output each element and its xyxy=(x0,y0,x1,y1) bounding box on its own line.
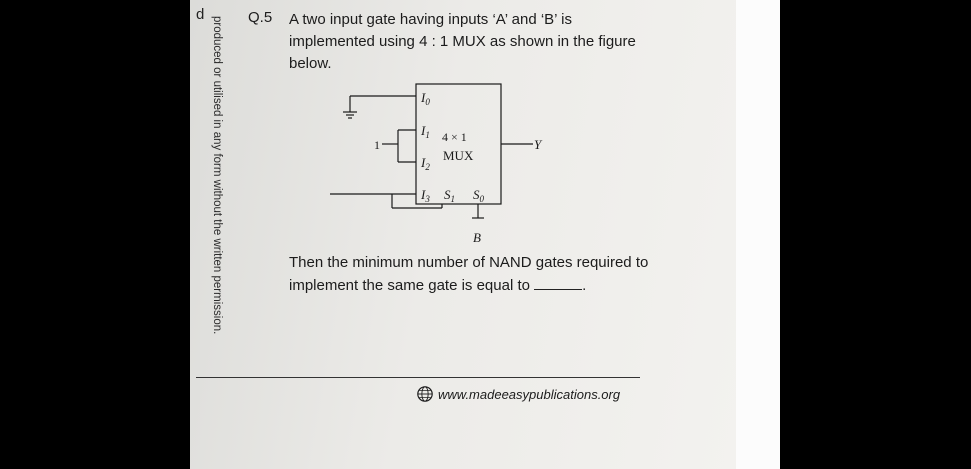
label-i0: I0 xyxy=(420,90,430,107)
document-page xyxy=(190,0,736,469)
label-i2: I2 xyxy=(420,155,430,172)
question-number: Q.5 xyxy=(248,9,273,26)
copyright-notice: produced or utilised in any form without… xyxy=(211,16,223,335)
footer-divider xyxy=(196,377,640,378)
question-text: A two input gate having inputs ‘A’ and ‘… xyxy=(289,11,636,72)
mux-diagram: I0 I1 I2 I3 S1 S0 4 × 1 MUX 1 Y A B xyxy=(330,83,543,245)
page-edge xyxy=(736,0,780,469)
corner-mark: d xyxy=(196,6,205,23)
label-i3: I3 xyxy=(420,187,430,204)
mux-size-label: 4 × 1 xyxy=(442,130,467,144)
question-followup: Then the minimum number of NAND gates re… xyxy=(289,254,649,294)
output-y-label: Y xyxy=(534,137,543,152)
footer: www.madeeasypublications.org xyxy=(416,385,620,403)
input-b-label: B xyxy=(473,230,481,245)
globe-icon xyxy=(417,386,433,402)
label-s0: S0 xyxy=(473,187,485,204)
label-s1: S1 xyxy=(444,187,455,204)
label-i1: I1 xyxy=(420,123,430,140)
logic-one-label: 1 xyxy=(374,138,380,152)
answer-blank xyxy=(534,277,583,290)
footer-url: www.madeeasypublications.org xyxy=(438,386,621,402)
mux-label: MUX xyxy=(443,148,474,163)
